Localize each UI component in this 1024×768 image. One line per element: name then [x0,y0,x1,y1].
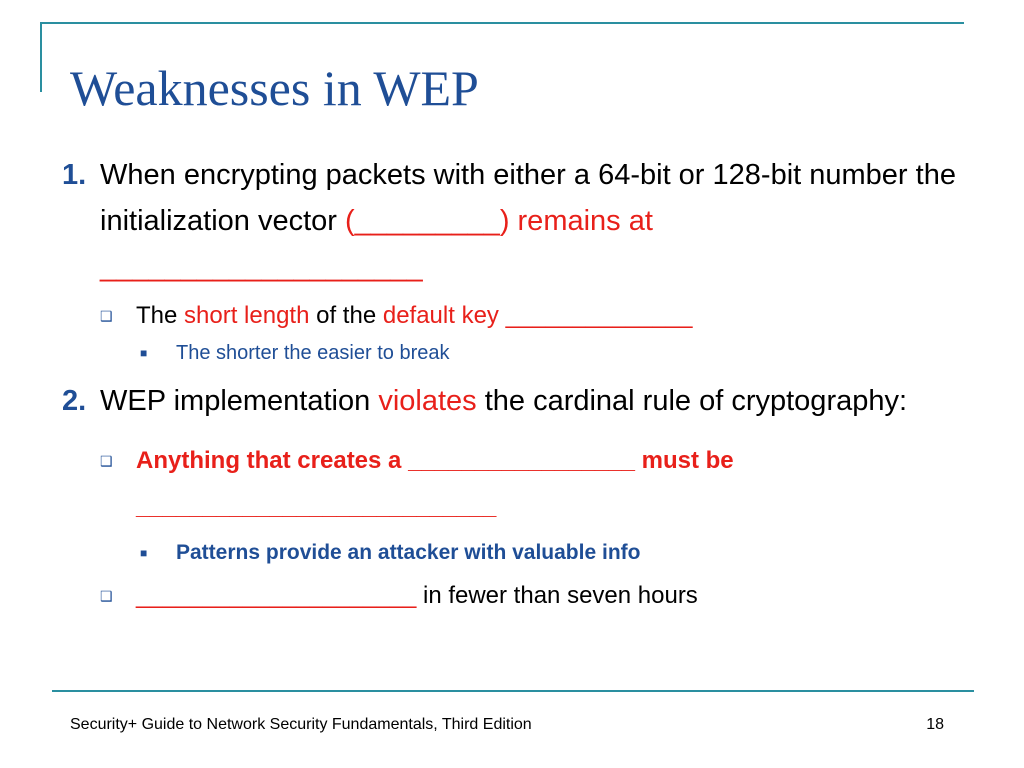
slide-body: 1. When encrypting packets with either a… [62,152,972,614]
bullet-seven-hours-blank: _____________________ [136,582,417,609]
checkbox-bullet-icon: ❑ [100,308,113,324]
point-2-text-a: WEP implementation [100,385,379,417]
slide-title: Weaknesses in WEP [70,60,479,116]
point-1-text: When encrypting packets with either a 64… [100,159,956,237]
footer-line [52,690,974,692]
subbullet-patterns: ■ Patterns provide an attacker with valu… [62,538,972,568]
bullet-anything-creates: ❑ Anything that creates a ______________… [62,438,972,530]
bullet-text-short-length: short length [184,302,310,329]
subbullet-shorter: ■ The shorter the easier to break [62,338,972,368]
point-1-red-text: (_________) remains at _________________… [100,205,653,283]
frame-left-line [40,22,42,92]
subbullet-patterns-text: Patterns provide an attacker with valuab… [176,541,641,564]
bullet-text-of-the: of the [309,302,383,329]
point-2-number: 2. [62,385,87,417]
subbullet-shorter-text: The shorter the easier to break [176,342,450,364]
point-1-number: 1. [62,159,87,191]
square-bullet-icon: ■ [140,546,148,560]
point-2-text-b: the cardinal rule of cryptography: [476,385,908,417]
bullet-seven-hours-text: in fewer than seven hours [416,582,698,609]
point-2-violates: violates [378,385,477,417]
footer-text: Security+ Guide to Network Security Fund… [70,716,532,733]
bullet-seven-hours: ❑ _____________________ in fewer than se… [62,578,972,614]
page-number: 18 [926,716,944,733]
point-2: 2. WEP implementation violates the cardi… [62,378,972,424]
bullet-text-default-key: default key ______________ [382,302,693,329]
checkbox-bullet-icon: ❑ [100,588,113,604]
point-1: 1. When encrypting packets with either a… [62,152,972,290]
bullet-anything-creates-text: Anything that creates a ________________… [136,447,734,520]
checkbox-bullet-icon: ❑ [100,453,113,469]
bullet-short-length: ❑ The short length of the default key __… [62,298,972,334]
frame-top-line [40,22,964,24]
bullet-text-the: The [136,302,185,329]
square-bullet-icon: ■ [140,346,148,360]
